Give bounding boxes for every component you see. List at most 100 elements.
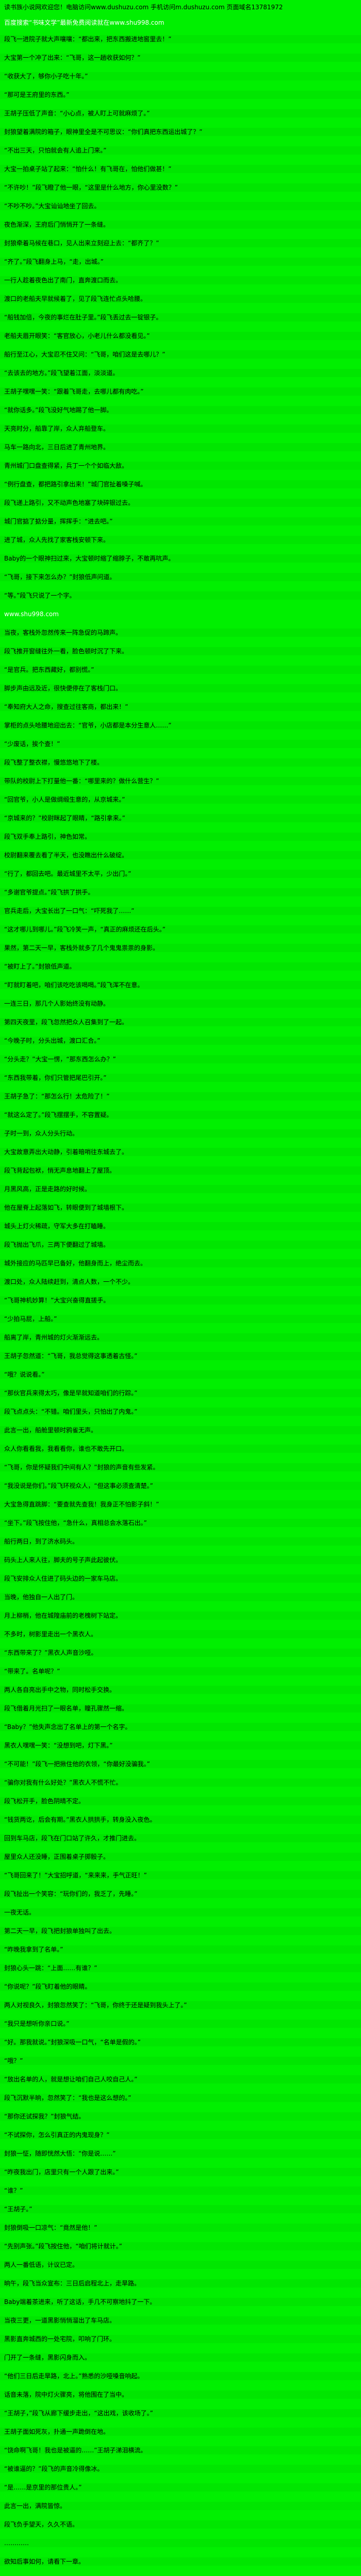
paragraph: 月黑风高，正是走路的好时候。 bbox=[0, 1185, 361, 1193]
paragraph: “分头走？”大宝一愣，“那东西怎么办？” bbox=[0, 1055, 361, 1063]
paragraph: 王胡子忽然道：“飞哥，我总觉得这事透着古怪。” bbox=[0, 1352, 361, 1360]
paragraph: 王胡子嘿嘿一笑：“跟着飞哥走，去哪儿都有肉吃。” bbox=[0, 387, 361, 396]
paragraph: 马车一路向北，三日后进了青州地界。 bbox=[0, 443, 361, 451]
paragraph: 晌午，段飞当众宣布：三日后启程北上，走旱路。 bbox=[0, 2279, 361, 2287]
paragraph: 段飞抛出飞爪，三两下便翻过了城墙。 bbox=[0, 1241, 361, 1249]
paragraph: “坐下。”段飞按住他，“急什么，真相总会水落石出。” bbox=[0, 1519, 361, 1527]
paragraph: 子时一到，众人分头行动。 bbox=[0, 1129, 361, 1138]
paragraph: “哦？” bbox=[0, 2057, 361, 2065]
paragraph: 渡口的老船夫早就候着了，见了段飞连忙点头哈腰。 bbox=[0, 295, 361, 303]
paragraph: 果然，第二天一早，客栈外就多了几个鬼鬼祟祟的身影。 bbox=[0, 944, 361, 952]
paragraph: “骗你对我有什么好处？”黑衣人不慌不忙。 bbox=[0, 1778, 361, 1787]
paragraph: 第四天夜里，段飞忽然把众人召集到了一起。 bbox=[0, 1018, 361, 1026]
paragraph: “我只是想听你亲口说。” bbox=[0, 2020, 361, 2028]
paragraph: 话音未落，院中灯火骤亮，将他围在了当中。 bbox=[0, 2391, 361, 2399]
paragraph: 校尉翻来覆去看了半天，也没瞧出什么破绽。 bbox=[0, 851, 361, 859]
paragraph: 船行至江心，大宝忍不住又问：“飞哥，咱们这是去哪儿？” bbox=[0, 350, 361, 359]
paragraph: “东西我带着，你们只管把尾巴引开。” bbox=[0, 1074, 361, 1082]
paragraph: 夜色渐深，王府后门悄悄开了一条缝。 bbox=[0, 221, 361, 229]
paragraph: “不吵不吵。”大宝讪讪地坐了回去。 bbox=[0, 202, 361, 210]
paragraph: Baby端着茶进来，听了这话，手几不可察地抖了一下。 bbox=[0, 2298, 361, 2306]
paragraph: “飞哥，你是怀疑我们中间有人？”封狼的声音有些发紧。 bbox=[0, 1463, 361, 1471]
paragraph: “这才哪儿到哪儿。”段飞冷笑一声，“真正的麻烦还在后头。” bbox=[0, 925, 361, 934]
paragraph: 老船夫眉开眼笑：“客官放心，小老儿什么都没看见。” bbox=[0, 332, 361, 340]
paragraph: “回官爷，小人是做绸缎生意的，从京城来。” bbox=[0, 795, 361, 804]
paragraph: 段飞安排众人住进了码头边的一家车马店。 bbox=[0, 1574, 361, 1583]
paragraph: 段飞双手奉上路引，神色如常。 bbox=[0, 833, 361, 841]
paragraph: “我没说是你们。”段飞环视众人，“但这事必须查清楚。” bbox=[0, 1482, 361, 1490]
paragraph: “带来了。名单呢？” bbox=[0, 1667, 361, 1675]
paragraph: 段飞负手望天，久久不语。 bbox=[0, 2520, 361, 2529]
paragraph: “不许吵！”段飞瞪了他一眼，“这里是什么地方，你心里没数？” bbox=[0, 183, 361, 192]
paragraph: “被谁逼的？”段飞的声音冷得像冰。 bbox=[0, 2465, 361, 2473]
paragraph: 此言一出，船舱里顿时鸦雀无声。 bbox=[0, 1426, 361, 1434]
paragraph: “不出三天，只怕就会有人追上门来。” bbox=[0, 146, 361, 155]
paragraph: 船行两日，到了济水码头。 bbox=[0, 1537, 361, 1546]
paragraph: “是官兵。把东西藏好，都别慌。” bbox=[0, 666, 361, 674]
paragraph: 封狼望着满院的箱子，眼神里全是不可思议：“你们真把东西运出城了？” bbox=[0, 128, 361, 136]
paragraph: “被盯上了。”封狼低声道。 bbox=[0, 962, 361, 971]
paragraph: “王胡子。” bbox=[0, 2205, 361, 2213]
paragraph: 当夜三更，一道黑影悄悄溜出了车马店。 bbox=[0, 2316, 361, 2325]
paragraph: “收获大了，够你小子吃十年。” bbox=[0, 72, 361, 80]
paragraph: 大宝急得直跳脚：“要查就先查我！我身正不怕影子斜！” bbox=[0, 1500, 361, 1509]
paragraph: “那伙官兵来得太巧，像是早就知道咱们的行踪。” bbox=[0, 1389, 361, 1397]
paragraph: 月上柳梢，他在城隍庙前的老槐树下站定。 bbox=[0, 1612, 361, 1620]
paragraph: “飞哥回来了！”大宝招呼道，“来来来，手气正旺！” bbox=[0, 1871, 361, 1879]
paragraph: “奉知府大人之命，搜查过往客商，都出来！” bbox=[0, 703, 361, 711]
baidu-search-notice: 百度搜索“书味文学”最新免费阅读就在www.shu998.com bbox=[4, 19, 165, 26]
paragraph: 封狼牵着马候在巷口，见人出来立刻迎上去：“都齐了？” bbox=[0, 239, 361, 247]
paragraph: 脚步声由远及近，很快便停在了客栈门口。 bbox=[0, 684, 361, 692]
paragraph: 当晚，他独自一人出了门。 bbox=[0, 1593, 361, 1601]
chapter-content: 段飞一进院子就大声嚷嚷：“都出来，把东西搬进地窖里去！”大宝第一个冲了出来：“飞… bbox=[0, 35, 361, 2576]
paragraph: “飞哥神机妙算！”大宝兴奋得直搓手。 bbox=[0, 1296, 361, 1304]
page-header: 读书族小说网欢迎您！电脑访问www.dushuzu.com 手机访问m.dush… bbox=[0, 0, 361, 35]
paragraph: “饶命啊飞哥！我也是被逼的……”王胡子涕泪横流。 bbox=[0, 2446, 361, 2454]
paragraph: “行了，都回去吧。最近城里不太平，少出门。” bbox=[0, 870, 361, 878]
paragraph: 一行人趁着夜色出了南门，直奔渡口而去。 bbox=[0, 276, 361, 284]
paragraph: “等。”段飞只说了一个字。 bbox=[0, 591, 361, 600]
paragraph: 城门官掂了掂分量，挥挥手：“进去吧。” bbox=[0, 517, 361, 526]
paragraph: 此言一出，满院皆惊。 bbox=[0, 2502, 361, 2510]
paragraph: “好。那我就说。”封狼深吸一口气，“名单是假的。” bbox=[0, 2038, 361, 2046]
paragraph: “京城来的？”校尉眯起了眼睛，“路引拿来。” bbox=[0, 814, 361, 822]
paragraph: “去该去的地方。”段飞望着江面，淡淡道。 bbox=[0, 369, 361, 377]
paragraph: “少拍马屁，上船。” bbox=[0, 1315, 361, 1323]
paragraph: “哦？说说看。” bbox=[0, 1370, 361, 1379]
paragraph: “谁？” bbox=[0, 2187, 361, 2195]
paragraph: “王胡子，”段飞从廊下缓步走出，“这出戏，该收场了。” bbox=[0, 2409, 361, 2417]
inline-ad-line: www.shu998.com bbox=[4, 611, 59, 618]
paragraph: 段飞推开窗缝往外一看，脸色顿时沉了下来。 bbox=[0, 647, 361, 655]
paragraph: 封狼倒吸一口凉气：“竟然是他！” bbox=[0, 2224, 361, 2232]
paragraph: “他们三日后走旱路，北上。”熟悉的沙哑嗓音响起。 bbox=[0, 2372, 361, 2380]
paragraph: “那你还试探我？”封狼气结。 bbox=[0, 2112, 361, 2121]
paragraph: 封狼一怔，随即恍然大悟：“你是说……” bbox=[0, 2149, 361, 2158]
paragraph: 船离了岸，青州城的灯火渐渐远去。 bbox=[0, 1333, 361, 1342]
paragraph: 段飞点点头：“不错。咱们里头，只怕出了内鬼。” bbox=[0, 1408, 361, 1416]
paragraph: 他在屋脊上起落如飞，转眼便到了城墙根下。 bbox=[0, 1204, 361, 1212]
paragraph: 屋里众人还没睡，正围着桌子掷骰子。 bbox=[0, 1853, 361, 1861]
paragraph: “船钱加倍，今夜的事烂在肚子里。”段飞丢过去一锭银子。 bbox=[0, 313, 361, 321]
paragraph: 段飞整了整衣襟，慢悠悠地下了楼。 bbox=[0, 758, 361, 767]
paragraph: 渡口处，众人陆续赶到，清点人数，一个不少。 bbox=[0, 1278, 361, 1286]
paragraph: 带队的校尉上下打量他一番：“哪里来的？做什么营生？” bbox=[0, 777, 361, 785]
paragraph: 段飞借着月光扫了一眼名单，瞳孔骤然一缩。 bbox=[0, 1704, 361, 1713]
paragraph: 门开了一条缝，黑影闪身而入。 bbox=[0, 2353, 361, 2362]
paragraph: 天亮时分，船靠了岸，众人弃船登车。 bbox=[0, 425, 361, 433]
paragraph: “那可是王府里的东西。” bbox=[0, 91, 361, 99]
paragraph: “昨夜我出门，店里只有一个人跟了出来。” bbox=[0, 2168, 361, 2176]
paragraph: “是……是京里的那位贵人。” bbox=[0, 2483, 361, 2492]
paragraph: “少废话，挨个查！” bbox=[0, 740, 361, 748]
paragraph: 段飞松开手，脸色阴晴不定。 bbox=[0, 1797, 361, 1805]
paragraph: 大宝一拍桌子站了起来：“怕什么！有飞哥在，怕他们做甚！” bbox=[0, 165, 361, 173]
paragraph: “例行盘查，都把路引拿出来！”城门官扯着嗓子喊。 bbox=[0, 480, 361, 488]
paragraph: 回到车马店，段飞在门口站了许久，才推门进去。 bbox=[0, 1834, 361, 1842]
paragraph: “齐了。”段飞翻身上马，“走，出城。” bbox=[0, 258, 361, 266]
paragraph: 欲知后事如何，请看下一章。 bbox=[0, 2557, 361, 2566]
paragraph: 段飞扯出一个笑容：“玩你们的，我乏了，先睡。” bbox=[0, 1890, 361, 1898]
paragraph: “不可能！”段飞一把揪住他的衣领，“你最好没骗我。” bbox=[0, 1760, 361, 1768]
paragraph: 掌柜的点头哈腰地迎出去：“官爷，小店都是本分生意人……” bbox=[0, 721, 361, 730]
paragraph: 段飞递上路引，又不动声色地塞了块碎银过去。 bbox=[0, 499, 361, 507]
paragraph: 黑影直奔城西的一处宅院，叩响了门环。 bbox=[0, 2335, 361, 2343]
